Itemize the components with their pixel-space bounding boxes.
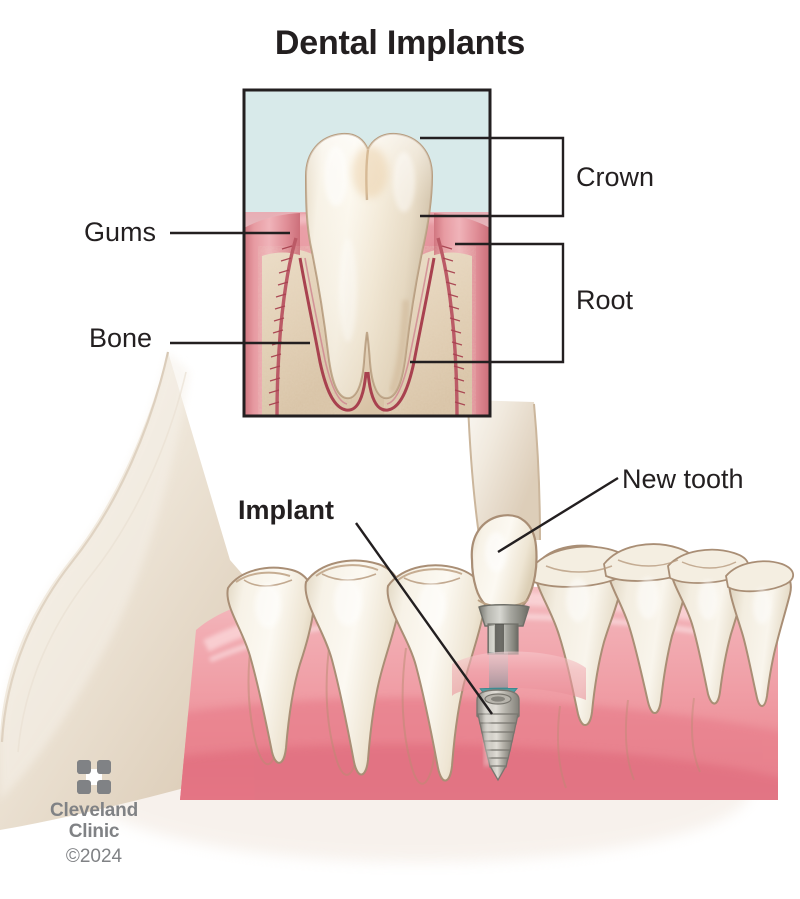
page-title: Dental Implants <box>274 24 526 62</box>
root-bracket <box>410 242 565 364</box>
label-gums: Gums <box>84 217 157 247</box>
tooth <box>226 566 316 764</box>
implant-leader-line <box>355 522 493 715</box>
crown-bracket <box>420 136 565 218</box>
implant-screw <box>476 689 520 782</box>
annotation-lines <box>170 136 619 715</box>
tooth <box>304 559 402 776</box>
jawbone-rear-column <box>468 400 540 540</box>
serration-marks <box>268 245 466 406</box>
lower-jaw-illustration <box>0 351 794 862</box>
tooth-cross-section-inset <box>242 88 492 418</box>
label-root: Root <box>576 285 634 315</box>
logo-text-line1: Cleveland <box>50 800 138 821</box>
label-bone: Bone <box>89 323 153 353</box>
label-crown: Crown <box>576 162 655 192</box>
cleveland-clinic-logo: Cleveland Clinic ©2024 <box>29 760 159 869</box>
new-tooth-leader-line <box>497 476 619 554</box>
label-new-tooth: New tooth <box>622 464 744 494</box>
tooth-cross-section <box>304 132 434 400</box>
label-implant: Implant <box>238 495 335 525</box>
cleveland-clinic-logo-icon <box>77 760 111 794</box>
new-tooth-crown <box>470 514 538 615</box>
copyright-text: ©2024 <box>65 845 123 867</box>
inset-frame <box>242 88 492 418</box>
natural-teeth-right <box>528 543 794 789</box>
abutment <box>478 604 530 655</box>
logo-text-line2: Clinic <box>68 821 120 843</box>
periodontal-ligament <box>298 257 436 412</box>
implant-assembly <box>470 514 538 782</box>
tooth <box>386 564 486 782</box>
natural-teeth-left <box>226 559 486 782</box>
tooth-occlusal-surfaces <box>528 543 794 593</box>
